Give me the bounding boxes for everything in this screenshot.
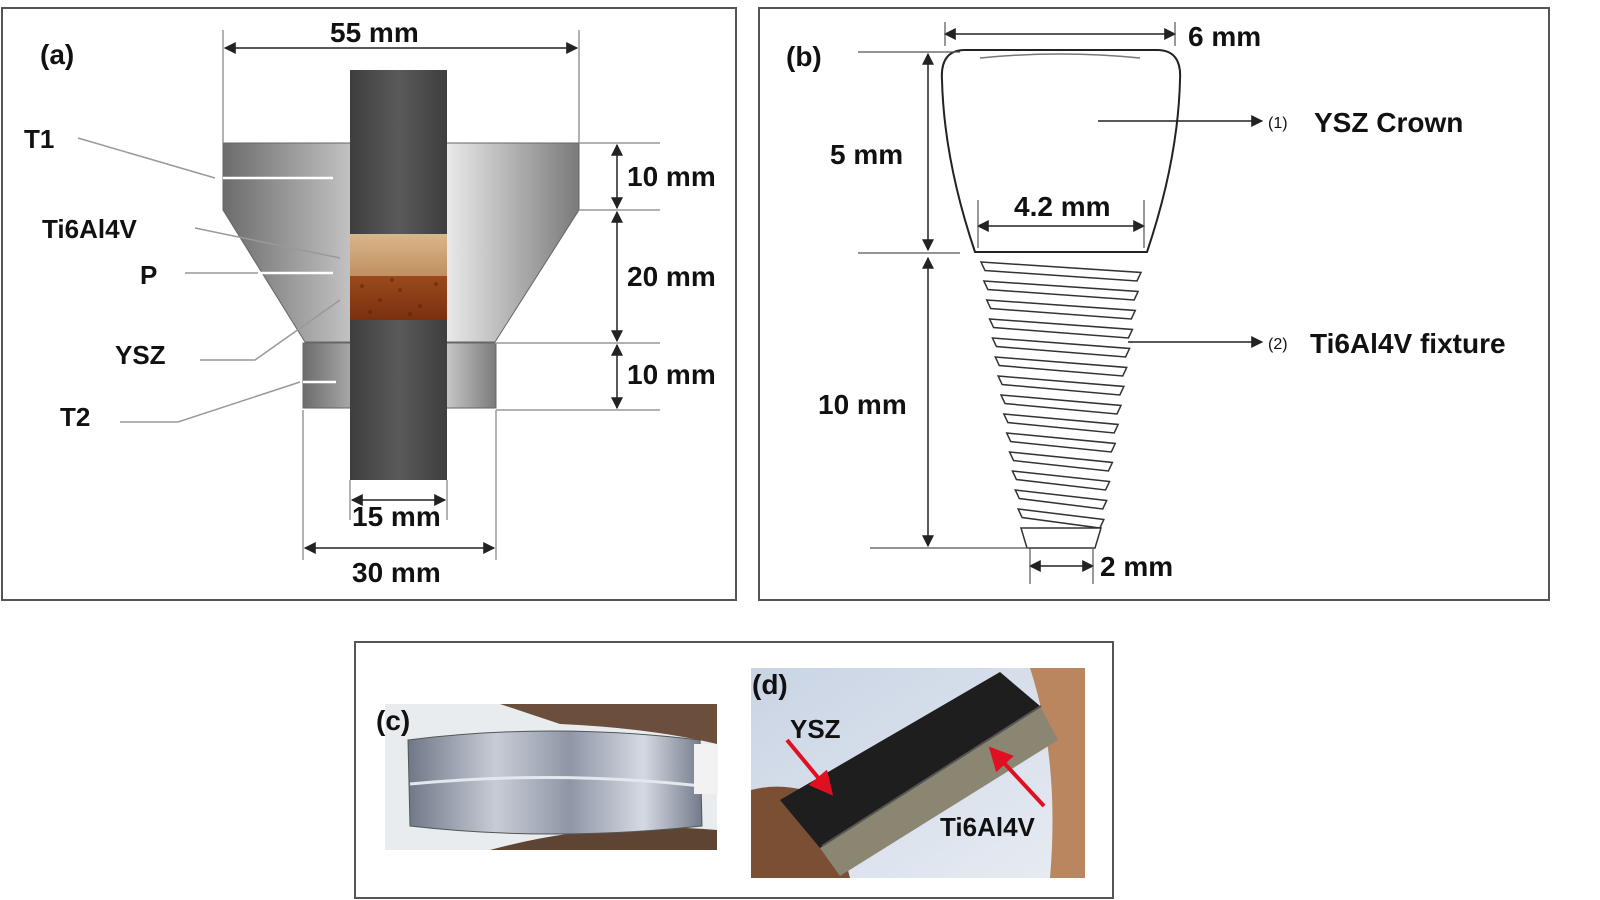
panel-a-dimension-lines	[223, 42, 623, 554]
photo-c: (c)	[376, 704, 718, 850]
fixture-thread	[1011, 470, 1111, 491]
panel-b: (b) 6 mm 5 mm 4.2 mm 10 mm 2	[758, 7, 1550, 601]
dim-2mm: 2 mm	[1100, 551, 1173, 582]
fixture-thread	[999, 394, 1123, 415]
panel-a-white-ticks	[223, 176, 336, 384]
ti6al4v-layer	[350, 234, 447, 276]
fixture-apex	[1019, 527, 1103, 549]
ysz-texture	[360, 278, 438, 316]
fixture-thread	[988, 318, 1134, 339]
photo-c-disc	[407, 730, 703, 835]
panel-c-tag: (c)	[376, 705, 410, 736]
panel-b-dimension-lines	[922, 28, 1177, 572]
label-ysz: YSZ	[115, 340, 166, 370]
fixture-thread	[1016, 508, 1105, 529]
photo-d-label-ti: Ti6Al4V	[940, 812, 1036, 842]
crown-occlusal-line	[979, 53, 1141, 59]
photo-c-interface	[409, 775, 703, 788]
ysz-layer	[350, 276, 447, 320]
ti6al4v-fixture	[979, 261, 1143, 549]
photo-d-arrow-ti	[988, 746, 1046, 808]
fixture-thread	[1014, 489, 1108, 510]
panel-b-callout-lines	[1098, 115, 1264, 348]
fixture-thread	[991, 337, 1131, 358]
panel-a-tag: (a)	[40, 39, 74, 70]
dim-20mm: 20 mm	[627, 261, 716, 292]
fixture-thread	[996, 375, 1125, 396]
photo-d-interface	[821, 705, 1042, 847]
callout-1-number: (1)	[1268, 115, 1288, 132]
fixture-thread	[979, 261, 1143, 282]
fixture-thread	[1008, 451, 1114, 472]
dim-15mm: 15 mm	[352, 501, 441, 532]
label-p: P	[140, 260, 157, 290]
panel-b-frame	[758, 7, 1550, 601]
fixture-thread	[1002, 413, 1120, 434]
photo-c-fingers	[500, 704, 717, 744]
panel-a-extension-lines	[222, 30, 660, 560]
dim-4-2mm: 4.2 mm	[1014, 191, 1111, 222]
label-ti6al4v: Ti6Al4V	[42, 214, 138, 244]
ysz-crown-outline	[940, 49, 1182, 253]
callout-ysz-crown: YSZ Crown	[1314, 107, 1463, 138]
panel-b-extension-lines	[858, 22, 1176, 584]
photo-d: YSZ Ti6Al4V (d)	[751, 668, 1085, 878]
fixture-thread	[985, 299, 1137, 320]
dim-55mm: 55 mm	[330, 17, 419, 48]
fixture-thread	[1005, 432, 1117, 453]
photo-d-arrow-ysz	[785, 738, 834, 796]
panel-a-frame	[1, 7, 737, 601]
callout-ti6al4v-fixture: Ti6Al4V fixture	[1310, 328, 1506, 359]
dim-10mm-fixture: 10 mm	[818, 389, 907, 420]
dim-30mm: 30 mm	[352, 557, 441, 588]
dim-10mm-bottom: 10 mm	[627, 359, 716, 390]
photo-c-tape	[694, 744, 718, 794]
dim-5mm: 5 mm	[830, 139, 903, 170]
panel-cd-frame	[354, 641, 1114, 899]
dim-10mm-top: 10 mm	[627, 161, 716, 192]
panel-cd: (c) YSZ Ti6Al4V (d)	[354, 641, 1114, 899]
photo-d-label-ysz: YSZ	[790, 714, 841, 744]
panel-b-tag: (b)	[786, 41, 822, 72]
panel-a: (a)	[1, 7, 737, 601]
fixture-thread	[994, 356, 1128, 377]
fixture-thread	[982, 280, 1140, 301]
panel-d-tag: (d)	[752, 669, 788, 700]
callout-2-number: (2)	[1268, 336, 1288, 353]
photo-c-thumb	[490, 827, 717, 850]
label-t2: T2	[60, 402, 90, 432]
panel-a-leader-lines	[77, 137, 341, 423]
dim-6mm: 6 mm	[1188, 21, 1261, 52]
label-t1: T1	[24, 124, 54, 154]
photo-d-ysz-bar	[780, 672, 1040, 848]
